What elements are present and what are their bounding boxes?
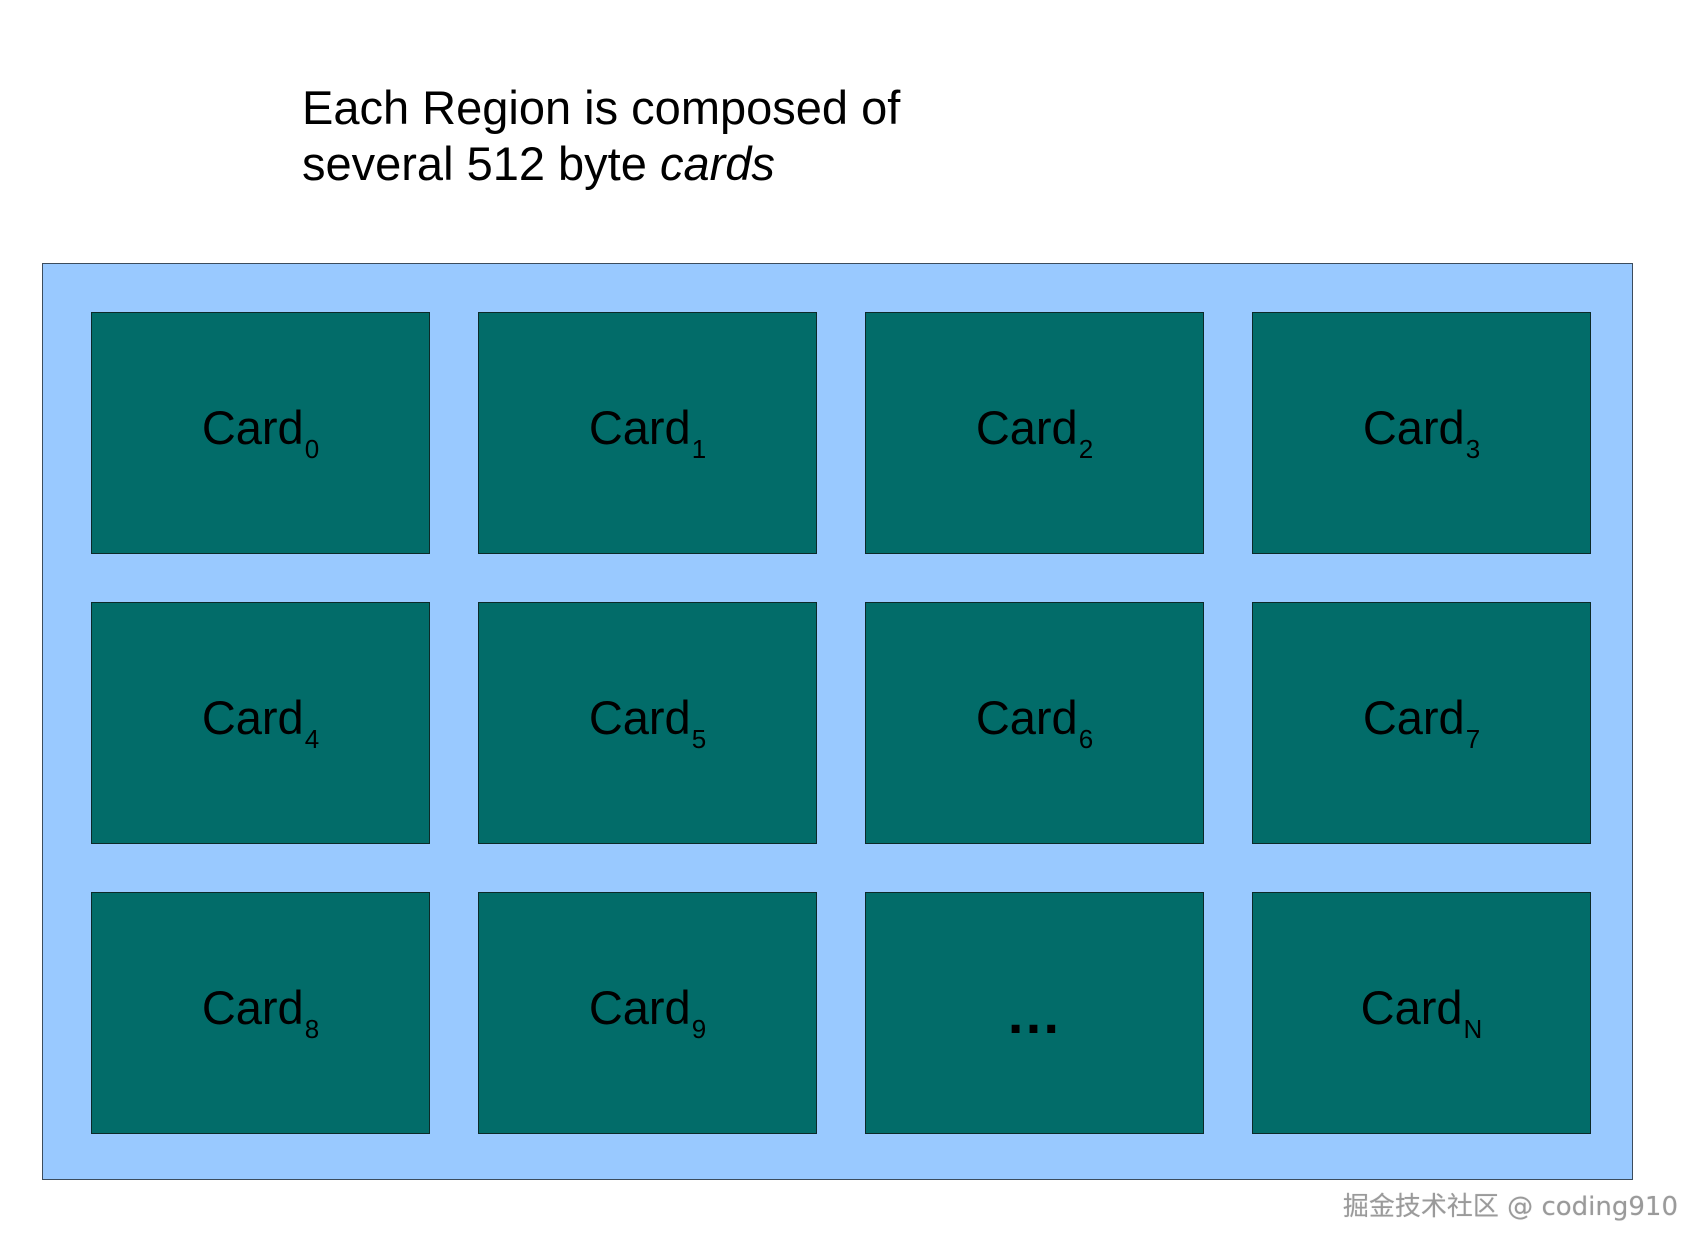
card-9-label: Card9	[588, 980, 706, 1042]
card-8-subscript: 8	[304, 1013, 320, 1044]
card-2-label: Card2	[975, 400, 1093, 462]
card-n-name: Card	[1360, 980, 1463, 1034]
card-4-subscript: 4	[304, 723, 320, 754]
card-2-name: Card	[975, 400, 1078, 454]
card-5: Card5	[478, 602, 817, 844]
card-1: Card1	[478, 312, 817, 554]
watermark: 掘金技术社区 @ coding910	[1342, 1192, 1678, 1222]
card-4: Card4	[91, 602, 430, 844]
card-1-name: Card	[588, 400, 691, 454]
card-8-name: Card	[201, 980, 304, 1034]
card-7: Card7	[1252, 602, 1591, 844]
card-6-subscript: 6	[1078, 723, 1094, 754]
card-4-name: Card	[201, 690, 304, 744]
card-0-label: Card0	[201, 400, 319, 462]
card-3-subscript: 3	[1465, 433, 1481, 464]
card-2-subscript: 2	[1078, 433, 1094, 464]
card-3-label: Card3	[1362, 400, 1480, 462]
title-line-2-emphasis: cards	[659, 137, 775, 190]
card-8: Card8	[91, 892, 430, 1134]
card-7-name: Card	[1362, 690, 1465, 744]
card-2: Card2	[865, 312, 1204, 554]
card-3-name: Card	[1362, 400, 1465, 454]
diagram-title: Each Region is composed of several 512 b…	[302, 80, 900, 192]
card-9: Card9	[478, 892, 817, 1134]
card-0: Card0	[91, 312, 430, 554]
card-4-label: Card4	[201, 690, 319, 752]
card-5-name: Card	[588, 690, 691, 744]
card-5-subscript: 5	[691, 723, 707, 754]
title-line-2: several 512 byte cards	[302, 136, 900, 192]
card-n-subscript: N	[1463, 1013, 1483, 1044]
card-6-label: Card6	[975, 690, 1093, 752]
card-3: Card3	[1252, 312, 1591, 554]
card-0-name: Card	[201, 400, 304, 454]
card-n-label: CardN	[1360, 980, 1483, 1042]
card-7-subscript: 7	[1465, 723, 1481, 754]
card-9-name: Card	[588, 980, 691, 1034]
card-7-label: Card7	[1362, 690, 1480, 752]
card-8-label: Card8	[201, 980, 319, 1042]
card-n: CardN	[1252, 892, 1591, 1134]
card-ellipsis: …	[865, 892, 1204, 1134]
card-6-name: Card	[975, 690, 1078, 744]
title-line-1: Each Region is composed of	[302, 81, 901, 134]
card-0-subscript: 0	[304, 433, 320, 464]
title-line-2-prefix: several 512 byte	[302, 137, 660, 190]
card-6: Card6	[865, 602, 1204, 844]
card-9-subscript: 9	[691, 1013, 707, 1044]
card-5-label: Card5	[588, 690, 706, 752]
card-ellipsis-label: …	[1005, 981, 1064, 1045]
region-box: Card0 Card1 Card2 Card3 Card4 Card5 Card…	[42, 263, 1633, 1180]
card-1-label: Card1	[588, 400, 706, 462]
card-1-subscript: 1	[691, 433, 707, 464]
